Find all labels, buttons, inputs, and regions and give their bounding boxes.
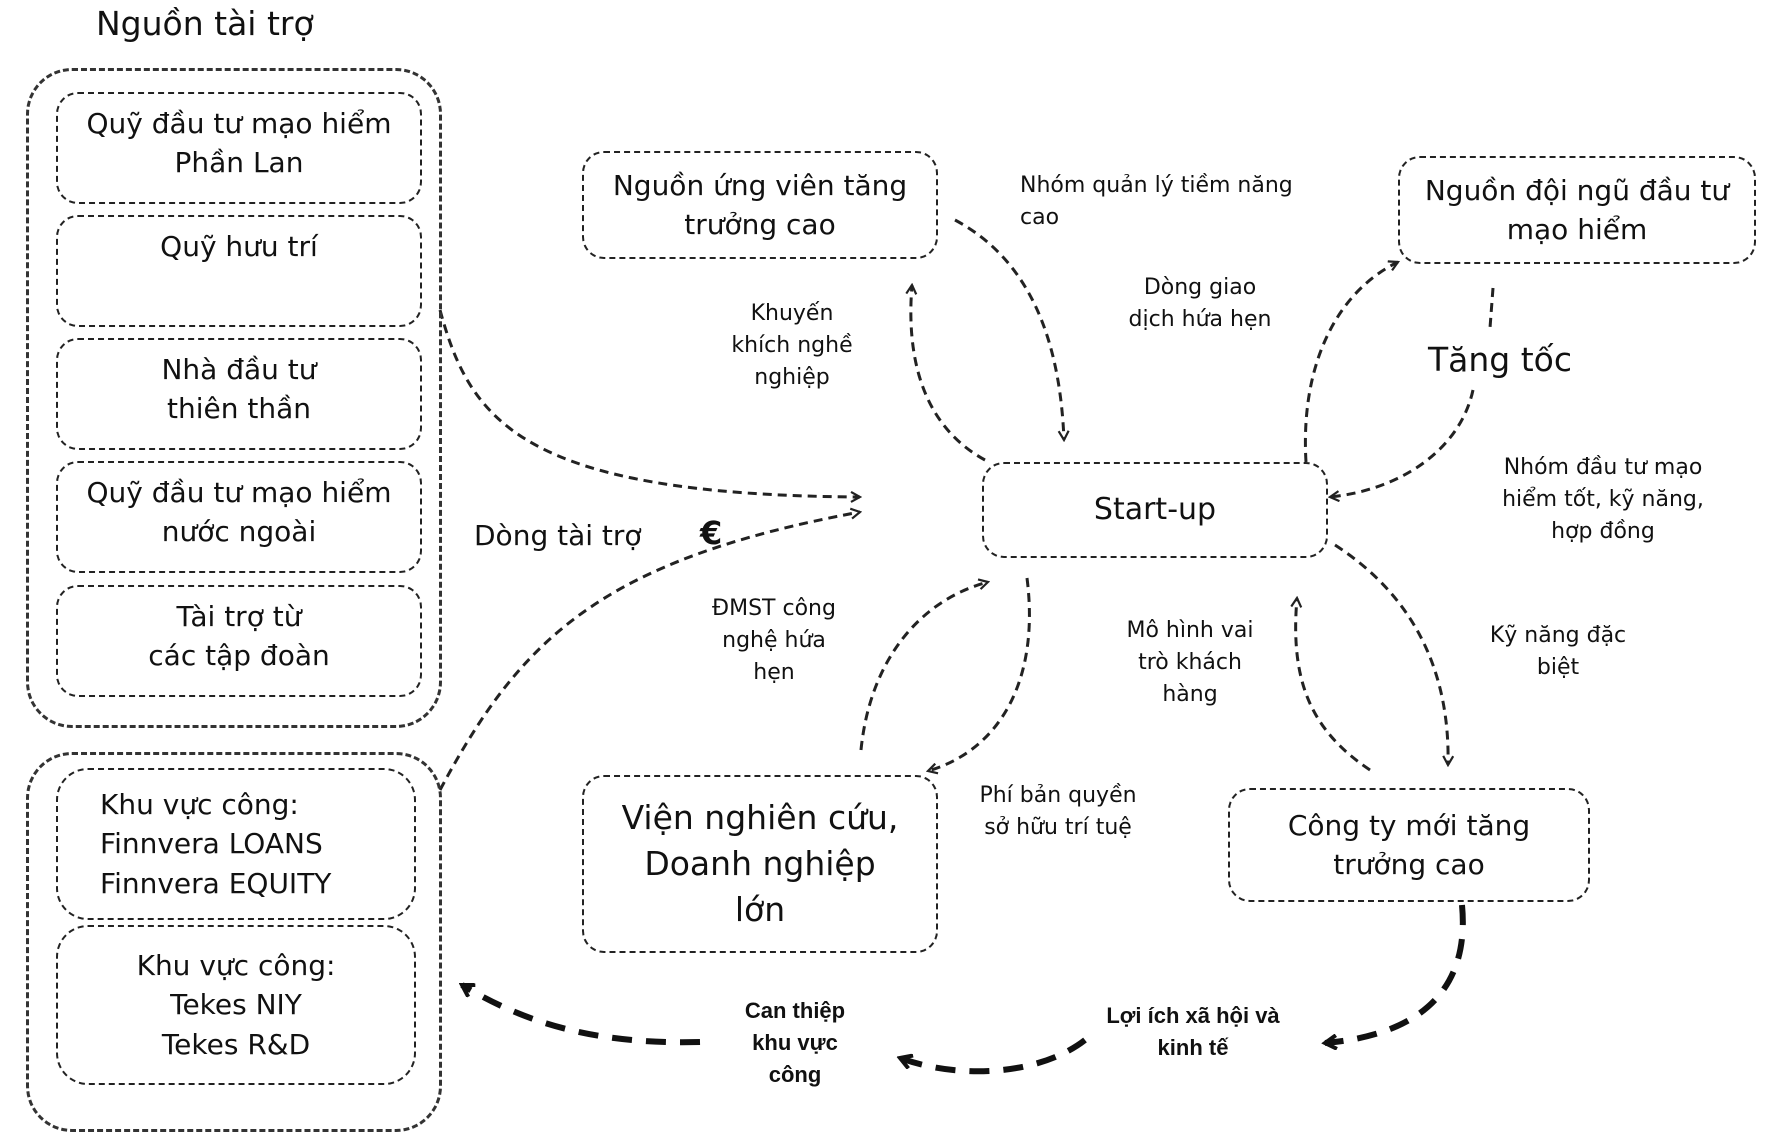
public-source-label: Tekes R&D [161, 1027, 311, 1061]
label-line: Khuyến [750, 301, 834, 326]
label-line: hẹn [753, 659, 795, 685]
funding-source-item[interactable]: Quỹ đầu tư mạo hiểm nước ngoài [56, 461, 422, 573]
label-line: khích nghề [731, 332, 853, 358]
label-ip-royalties: Phí bản quyền sở hữu trí tuệ [968, 780, 1148, 844]
funding-source-item[interactable]: Quỹ hưu trí [56, 215, 422, 327]
public-source-label: Khu vực công: [136, 949, 336, 983]
label-line: Nhóm quản lý tiềm năng [1020, 173, 1293, 198]
edge-growth-to-socioeconomic [1325, 904, 1466, 1043]
edge-vcteam-to-startup [1488, 287, 1495, 329]
funding-source-label: Quỹ đầu tư mạo hiểm [86, 476, 392, 509]
edge-growth-to-startup [1296, 598, 1371, 772]
edge-research-to-startup [859, 582, 988, 751]
page-title: Nguồn tài trợ [96, 4, 314, 43]
label-line: Lợi ích xã hội và [1106, 1003, 1280, 1028]
funding-source-item[interactable]: Tài trợ từ các tập đoàn [56, 585, 422, 697]
label-line: Kỹ năng đặc [1489, 623, 1627, 648]
label-line: Phí bản quyền [979, 783, 1137, 808]
node-vc-team-pool[interactable]: Nguồn đội ngũ đầu tư mạo hiểm [1398, 156, 1756, 264]
label-line: nghệ hứa [722, 627, 826, 653]
label-line: hiểm tốt, kỹ năng, [1502, 486, 1704, 512]
public-source-label: Finnvera EQUITY [100, 866, 332, 900]
label-funding-flow: Dòng tài trợ [474, 519, 642, 552]
funding-source-label: các tập đoàn [148, 639, 330, 673]
funding-source-label: nước ngoài [161, 515, 317, 549]
node-startup[interactable]: Start-up [982, 462, 1328, 558]
label-line: trò khách [1138, 649, 1242, 675]
funding-source-label: Quỹ đầu tư mạo hiểm [86, 107, 392, 140]
public-source-label: Finnvera LOANS [100, 827, 323, 861]
label-line: công [768, 1061, 822, 1087]
label-line: hàng [1162, 681, 1218, 707]
label-management-team: Nhóm quản lý tiềm năng cao [1020, 170, 1293, 234]
edge-startup-to-growth [1334, 543, 1448, 765]
label-innovation: ĐMST công nghệ hứa hẹn [694, 593, 854, 689]
label-line: Dòng giao [1143, 275, 1257, 300]
node-high-growth-candidates[interactable]: Nguồn ứng viên tăng trưởng cao [582, 151, 938, 259]
label-line: Can thiệp [744, 998, 846, 1023]
edge-acceleration-to-startup [1330, 389, 1475, 497]
node-label: lớn [734, 890, 786, 930]
label-line: cao [1020, 204, 1060, 230]
node-label: Công ty mới tăng [1287, 808, 1531, 842]
node-label: trưởng cao [1333, 848, 1485, 881]
label-line: ĐMST công [712, 596, 836, 621]
funding-source-item[interactable]: Nhà đầu tư thiên thần [56, 338, 422, 450]
label-public-intervention: Can thiệp khu vực công [715, 995, 875, 1091]
label-acceleration: Tăng tốc [1428, 340, 1573, 379]
label-line: biệt [1536, 654, 1580, 680]
node-high-growth-company[interactable]: Công ty mới tăng trưởng cao [1228, 788, 1590, 902]
edge-intervention-to-public [462, 982, 701, 1046]
euro-icon: € [700, 514, 723, 552]
edge-socioeconomic-to-intervention [900, 1037, 1087, 1075]
node-label: Viện nghiên cứu, [621, 797, 899, 837]
label-line: dịch hứa hẹn [1128, 306, 1272, 332]
label-line: Nhóm đầu tư mạo [1503, 455, 1703, 480]
label-line: kinh tế [1157, 1034, 1229, 1060]
edge-startup-to-vcteam [1303, 262, 1398, 463]
node-label: Doanh nghiệp [644, 843, 876, 883]
edge-public-to-startup [438, 512, 860, 791]
edge-candidates-to-startup [954, 218, 1064, 440]
node-research-institutes[interactable]: Viện nghiên cứu, Doanh nghiệp lớn [582, 775, 938, 953]
funding-source-label: Nhà đầu tư [161, 353, 317, 386]
funding-source-label: Tài trợ từ [176, 600, 302, 633]
label-socio-economic-benefits: Lợi ích xã hội và kinh tế [1088, 1000, 1298, 1064]
public-source-label: Khu vực công: [100, 788, 299, 822]
node-label: Nguồn đội ngũ đầu tư [1424, 173, 1730, 207]
node-label: Start-up [1093, 492, 1217, 527]
label-customer-role: Mô hình vai trò khách hàng [1110, 615, 1270, 711]
public-source-item[interactable]: Khu vực công: Finnvera LOANS Finnvera EQUI… [56, 768, 416, 920]
public-source-item[interactable]: Khu vực công: Tekes NIY Tekes R&D [56, 925, 416, 1085]
edge-startup-to-candidates [911, 285, 986, 462]
funding-source-label: Phần Lan [174, 146, 304, 180]
label-line: nghiệp [754, 364, 830, 390]
node-label: mạo hiểm [1506, 213, 1648, 246]
label-line: hợp đồng [1551, 518, 1655, 544]
public-source-label: Tekes NIY [170, 988, 302, 1022]
label-line: sở hữu trí tuệ [984, 814, 1132, 840]
edge-funding-to-startup [438, 309, 860, 497]
label-line: Mô hình vai [1126, 618, 1254, 643]
node-label: Nguồn ứng viên tăng [612, 168, 908, 202]
label-vc-team-skills: Nhóm đầu tư mạo hiểm tốt, kỹ năng, hợp đồn… [1488, 452, 1718, 548]
edge-startup-to-research [928, 577, 1031, 771]
label-entrepreneurship: Khuyến khích nghề nghiệp [712, 298, 872, 394]
funding-source-label: Quỹ hưu trí [160, 230, 318, 263]
label-line: khu vực [752, 1029, 838, 1055]
funding-sources-group [26, 68, 442, 728]
label-special-skills: Kỹ năng đặc biệt [1478, 620, 1638, 684]
node-label: trưởng cao [684, 208, 836, 241]
public-sources-group [26, 752, 442, 1132]
label-deal-flow: Dòng giao dịch hứa hẹn [1110, 272, 1290, 336]
funding-source-label: thiên thần [166, 392, 311, 426]
